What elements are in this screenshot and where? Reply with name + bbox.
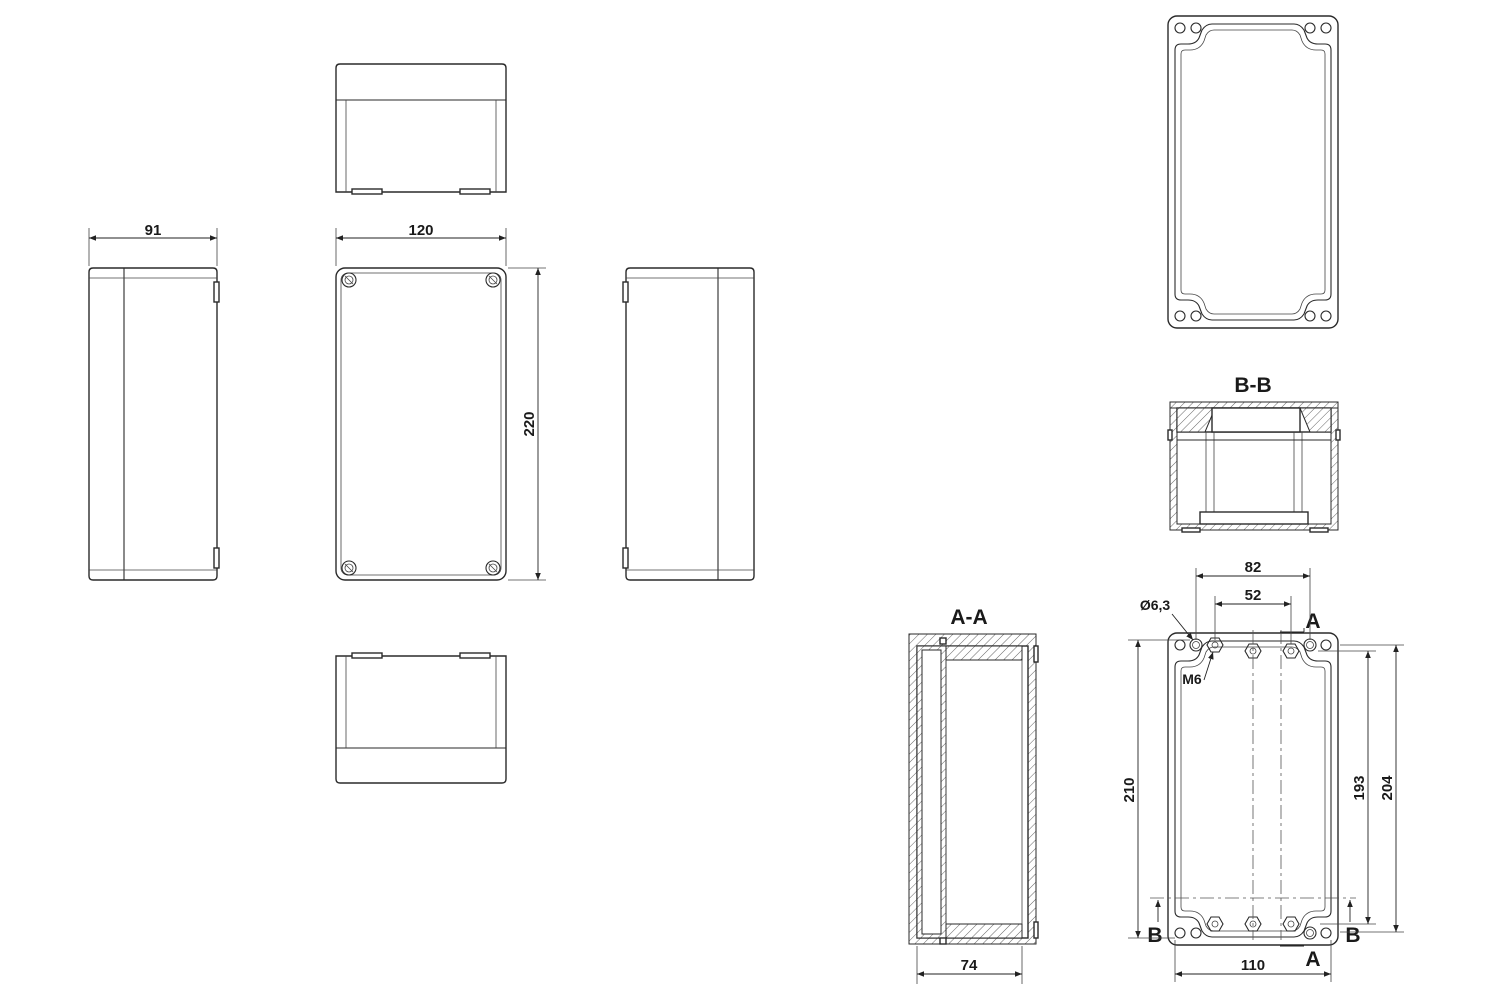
right-side-view <box>622 267 755 581</box>
dimension-inner-height: 193 <box>1318 650 1376 925</box>
section-marker-a-bottom-label: A <box>1305 948 1320 971</box>
dimension-mount-height-label: 210 <box>1121 777 1138 802</box>
lid-view <box>1167 15 1339 329</box>
dimension-inner-height-label: 193 <box>1351 775 1368 800</box>
dimension-outer-height: 204 <box>1340 644 1404 933</box>
dimension-base-width: 110 <box>1174 940 1332 982</box>
base-view <box>1150 630 1356 946</box>
left-side-view <box>88 267 220 581</box>
section-marker-b-left: B <box>1147 900 1163 947</box>
dimension-mount-height: 210 <box>1121 639 1190 939</box>
dimension-base-width-label: 110 <box>1241 957 1265 974</box>
section-marker-a-top-label: A <box>1305 610 1320 633</box>
section-aa-title: A-A <box>950 606 987 629</box>
dimension-section-depth: 74 <box>916 946 1023 984</box>
callout-thread: M6 <box>1182 651 1214 687</box>
dimension-depth-label: 91 <box>145 222 162 239</box>
section-marker-b-left-label: B <box>1147 924 1162 947</box>
dimension-depth: 91 <box>88 222 218 266</box>
dimension-section-depth-label: 74 <box>961 957 978 974</box>
top-view <box>335 63 507 195</box>
callout-hole-diameter: Ø6,3 <box>1140 597 1194 641</box>
section-aa: A-A <box>908 606 1039 945</box>
dimension-outer-height-label: 204 <box>1379 775 1396 801</box>
front-view <box>335 267 507 581</box>
section-bb: B-B <box>1167 374 1341 533</box>
dimension-hole-spacing-outer: 82 <box>1195 559 1311 640</box>
lid-screw-bl <box>341 560 357 576</box>
dimension-width: 120 <box>335 222 507 266</box>
lid-screw-tr <box>485 272 501 288</box>
section-marker-a-top: A <box>1280 610 1321 633</box>
bottom-view <box>335 652 507 784</box>
section-marker-a-bottom: A <box>1280 945 1321 971</box>
dimension-hole-spacing-inner-label: 52 <box>1245 587 1262 604</box>
section-bb-title: B-B <box>1234 374 1271 397</box>
section-marker-b-right: B <box>1345 900 1361 947</box>
callout-hole-diameter-label: Ø6,3 <box>1140 597 1171 613</box>
callout-thread-label: M6 <box>1182 671 1202 687</box>
dimension-hole-spacing-inner: 52 <box>1214 587 1292 644</box>
dimension-hole-spacing-outer-label: 82 <box>1245 559 1262 576</box>
section-marker-b-right-label: B <box>1345 924 1360 947</box>
dimension-height: 220 <box>508 267 546 581</box>
lid-screw-tl <box>341 272 357 288</box>
dimension-width-label: 120 <box>408 222 433 239</box>
dimension-height-label: 220 <box>521 411 538 436</box>
lid-screw-br <box>485 560 501 576</box>
